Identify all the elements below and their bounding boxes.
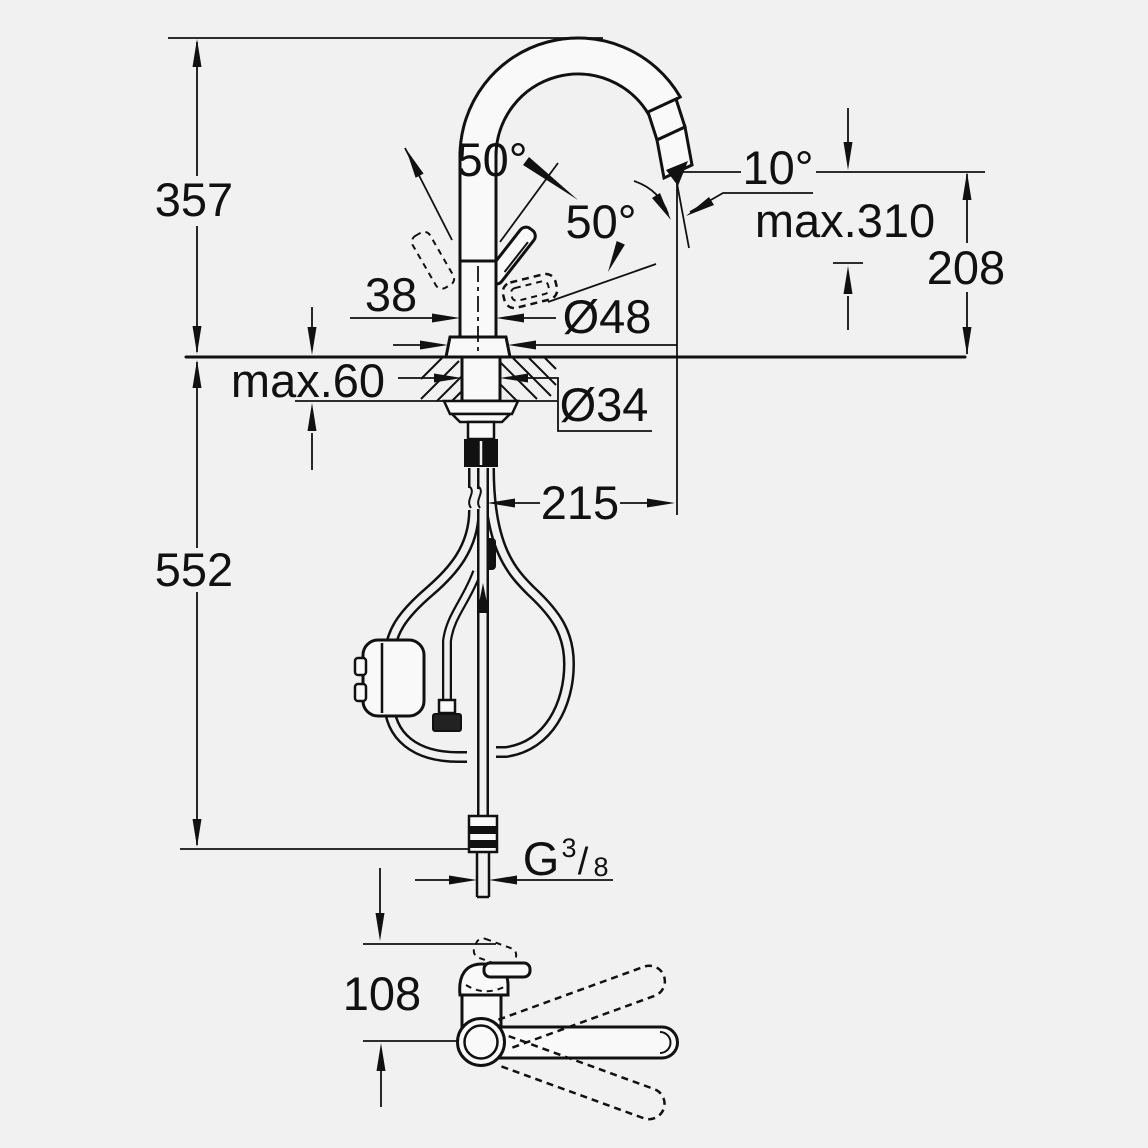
thread-numerator: 3 xyxy=(561,833,576,863)
label-head-angle: 10° xyxy=(742,141,813,194)
faucet-plan-view xyxy=(456,937,679,1121)
label-handle-angle-top: 50° xyxy=(456,133,527,186)
flange-upper xyxy=(442,399,520,416)
dimension-labels: 357 552 50° 50° 10° max.310 208 38 Ø48 m… xyxy=(155,133,1005,1020)
label-handle-angle-side: 50° xyxy=(565,195,636,248)
plan-base-circle-inner xyxy=(463,1024,499,1060)
hose-weight xyxy=(353,638,426,718)
flange-lower xyxy=(448,412,514,424)
plan-spout-swivel-down xyxy=(497,1034,666,1121)
label-thread-size: G 3 / 8 xyxy=(523,832,609,885)
fitting-collar xyxy=(437,698,457,715)
label-body-width: 38 xyxy=(365,268,417,321)
dimension-lines xyxy=(192,39,972,1107)
handle-dashed-left xyxy=(410,230,456,290)
plan-spout xyxy=(495,1025,679,1060)
label-base-diameter: Ø48 xyxy=(563,290,652,343)
spray-dashed-pulled xyxy=(501,272,559,310)
label-height-above: 357 xyxy=(155,173,233,226)
thread-g: G xyxy=(523,832,560,885)
thread-slash: / xyxy=(578,841,589,883)
spout-riser xyxy=(460,153,496,263)
label-max-spout-height: max.310 xyxy=(755,194,935,247)
thread-fitting xyxy=(467,814,499,899)
label-max-deck-thickness: max.60 xyxy=(231,354,385,407)
hose-assembly xyxy=(353,467,576,899)
plan-spout-swivel-up xyxy=(497,964,667,1051)
spout-gooseneck xyxy=(458,36,683,158)
hose-direction-arrow xyxy=(477,583,489,613)
plan-lever-arm xyxy=(482,961,532,979)
spray-tip xyxy=(666,161,688,186)
thread-denominator: 8 xyxy=(593,852,608,882)
mounting-shank xyxy=(460,355,502,403)
label-depth-below: 552 xyxy=(155,543,233,596)
label-shank-diameter: Ø34 xyxy=(560,378,649,431)
label-outlet-height: 208 xyxy=(927,241,1005,294)
label-handle-projection: 108 xyxy=(343,967,421,1020)
fitting-nut xyxy=(432,713,462,732)
shank-cylinder xyxy=(466,420,496,441)
faucet-front-view xyxy=(410,36,694,467)
reference-lines xyxy=(168,37,985,850)
label-spout-reach: 215 xyxy=(541,476,619,529)
